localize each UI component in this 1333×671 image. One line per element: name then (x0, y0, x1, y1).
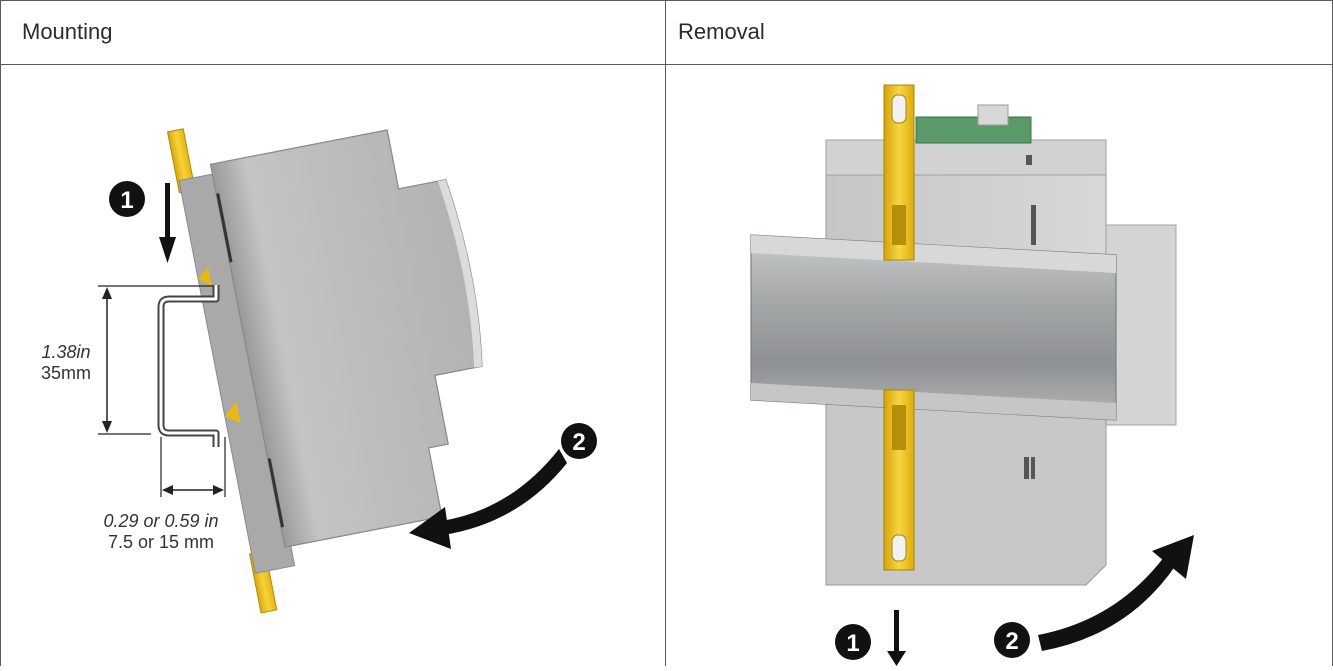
removal-panel: 1 2 (666, 65, 1332, 666)
step-2-badge (561, 423, 597, 459)
curved-arrow-icon (409, 449, 567, 549)
removal-diagram: 1 2 (750, 84, 1194, 666)
top-release-clip (883, 84, 915, 261)
table-border-top (0, 0, 1333, 1)
table-header-divider (0, 64, 1333, 65)
rail-height-metric: 35mm (40, 363, 91, 383)
down-arrow-icon (887, 610, 906, 666)
rail-depth-metric: 7.5 or 15 mm (107, 532, 215, 552)
step-1-badge (109, 181, 145, 217)
din-device-side-view (166, 128, 483, 614)
mounting-panel: 1 2 1.38in 35mm 0.29 or 0.59 in 7.5 or 1… (1, 65, 665, 666)
device-side-module (1105, 224, 1177, 426)
bottom-release-clip (883, 389, 915, 571)
header-removal: Removal (678, 19, 765, 44)
terminal-block-green (915, 116, 1032, 144)
rail-height-label: 1.38in 35mm (21, 342, 111, 384)
removal-step-2-number: 2 (1005, 628, 1018, 655)
lower-latch-tip (224, 401, 241, 424)
back-edge-upper (216, 193, 233, 263)
table-border-left (0, 0, 1, 666)
removal-step-1-number: 1 (846, 630, 859, 657)
upper-latch-tip (198, 266, 212, 287)
step-1-number: 1 (120, 187, 133, 214)
back-edge-lower (267, 458, 285, 528)
rail-height-imperial: 1.38in (41, 342, 91, 362)
top-latch-tab (977, 104, 1009, 126)
mounting-diagram: 1 2 (98, 128, 597, 614)
header-mounting: Mounting (22, 19, 113, 44)
rail-depth-label: 0.29 or 0.59 in 7.5 or 15 mm (61, 511, 261, 553)
rail-depth-imperial: 0.29 or 0.59 in (103, 511, 219, 531)
device-front-face (437, 179, 483, 368)
removal-step-1-badge (835, 624, 871, 660)
table-column-divider (665, 0, 666, 666)
step-2-number: 2 (572, 429, 585, 456)
curved-arrow-icon (1038, 535, 1194, 651)
removal-step-2-badge (994, 622, 1030, 658)
down-arrow-icon (159, 183, 176, 263)
